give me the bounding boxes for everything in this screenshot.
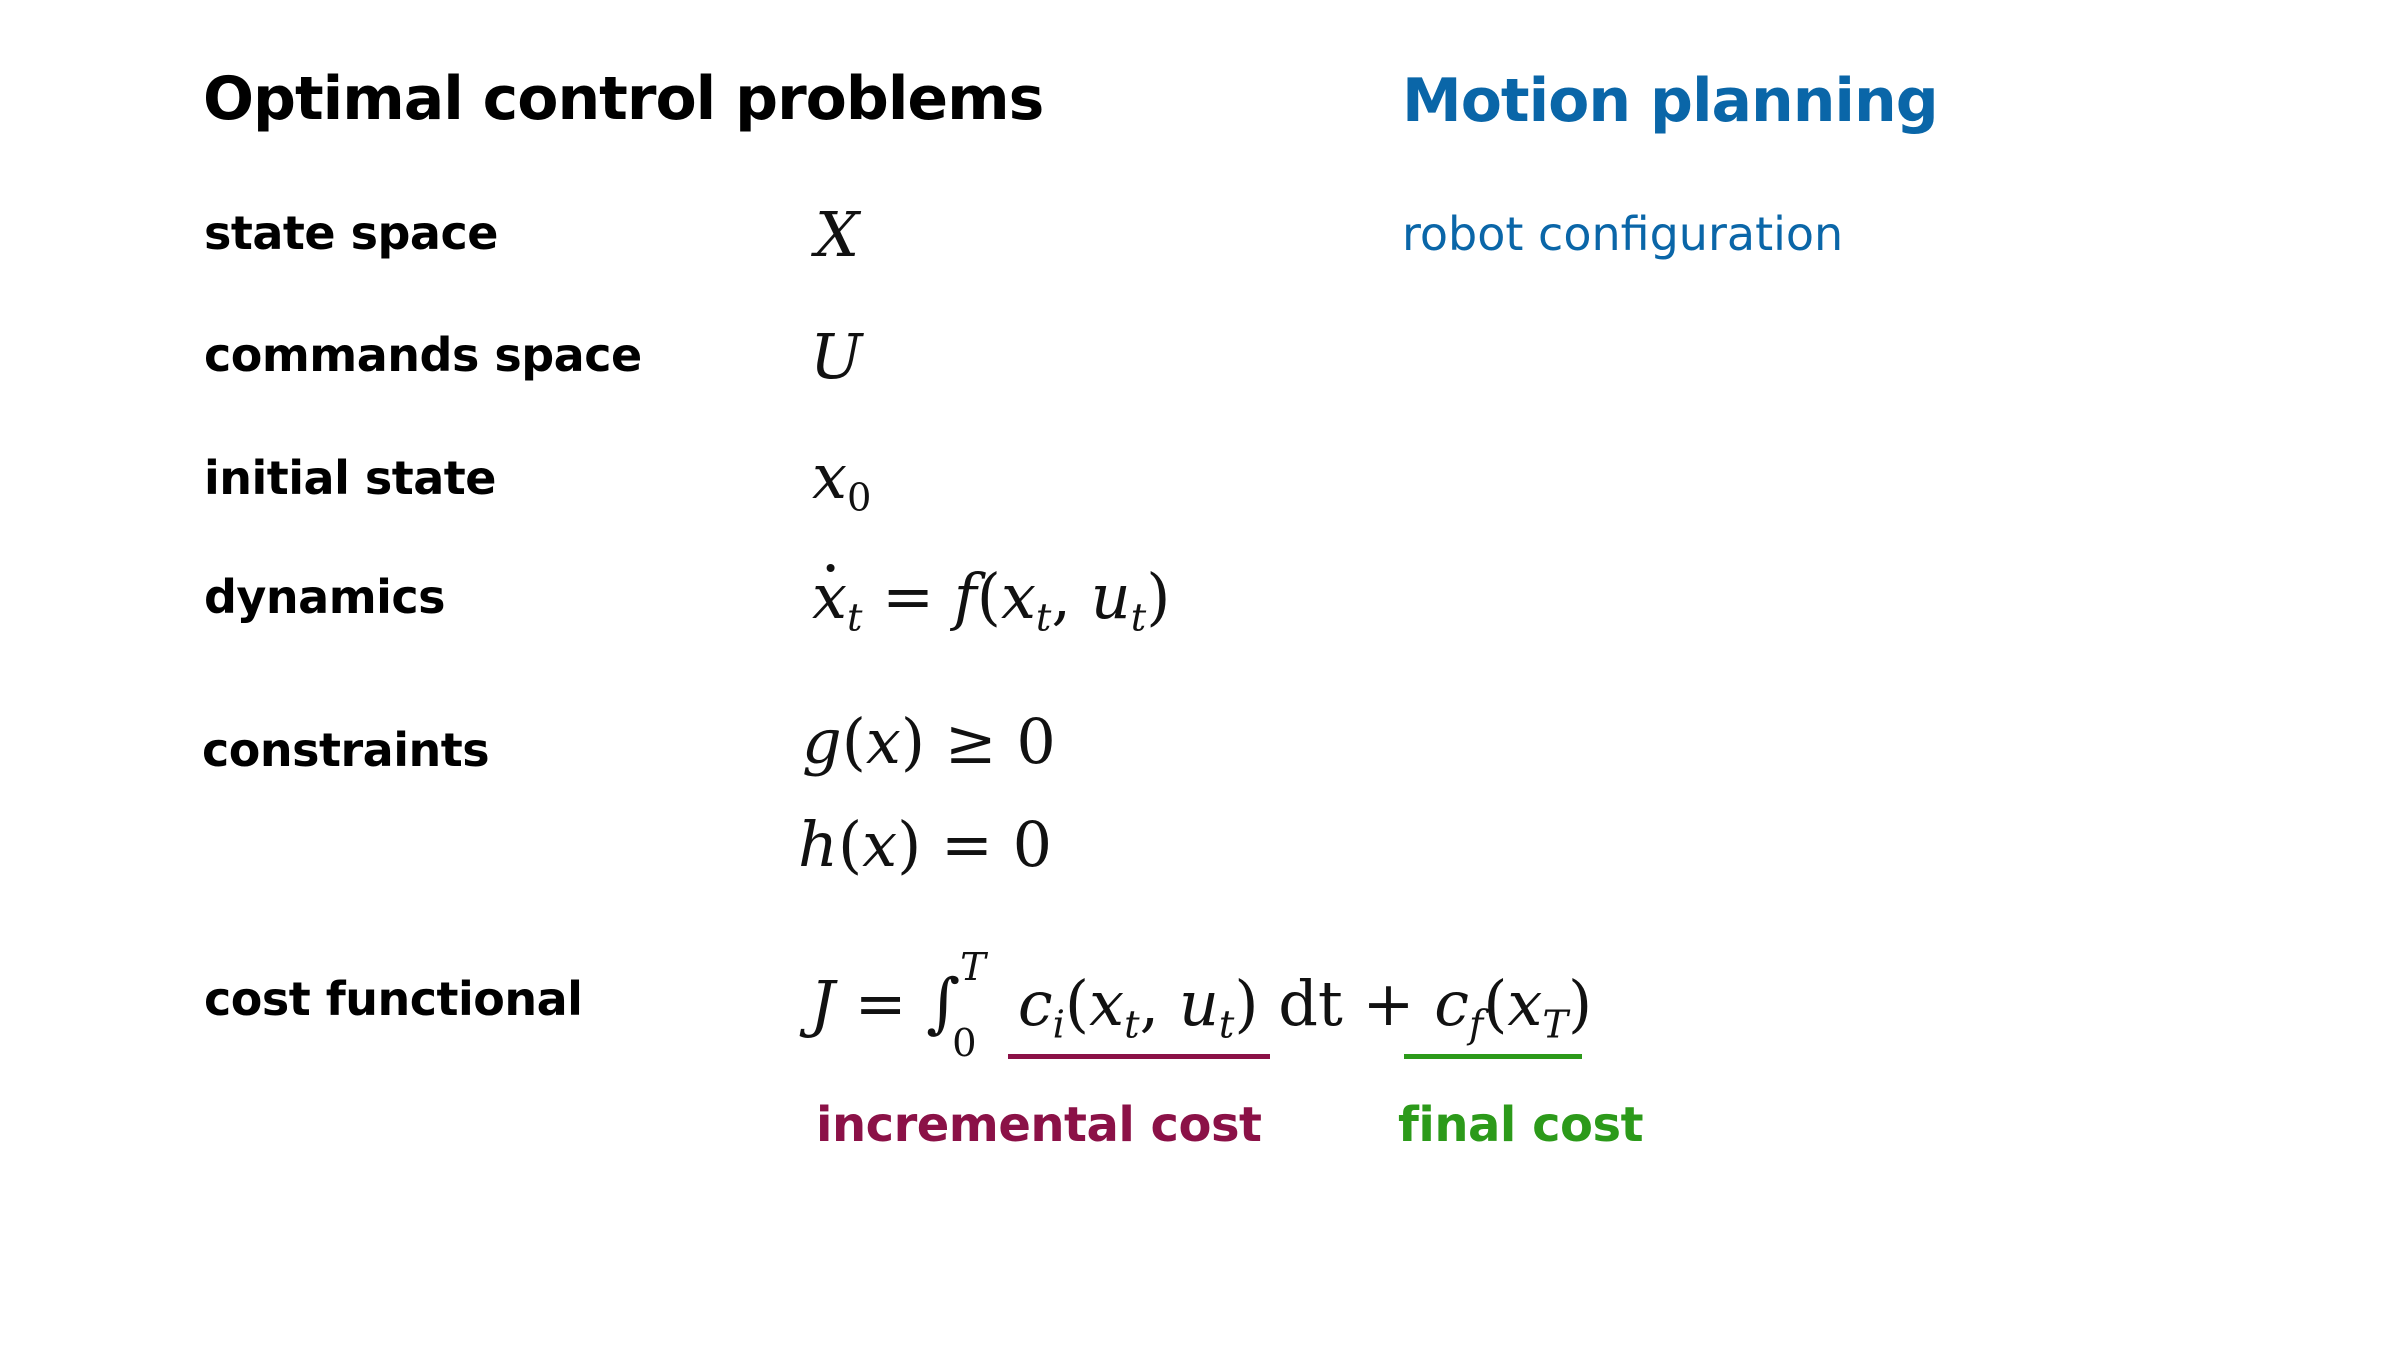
dynamics-formula: xt = f(xt, ut) xyxy=(812,560,1171,641)
commands-space-formula: U xyxy=(810,320,863,393)
final-cost-underline xyxy=(1404,1054,1582,1059)
inequality-constraint-formula: g(x) ≥ 0 xyxy=(802,705,1056,778)
incremental-cost-underline xyxy=(1008,1054,1270,1059)
equality-constraint-formula: h(x) = 0 xyxy=(798,808,1053,881)
motion-planning-heading: Motion planning xyxy=(1402,66,1939,136)
robot-configuration-note: robot configuration xyxy=(1402,207,1844,261)
constraints-label: constraints xyxy=(202,723,490,777)
page-title: Optimal control problems xyxy=(203,64,1044,134)
dynamics-label: dynamics xyxy=(204,570,446,624)
incremental-cost-label: incremental cost xyxy=(816,1097,1262,1153)
initial-state-label: initial state xyxy=(204,451,496,505)
state-space-label: state space xyxy=(204,206,498,260)
state-space-formula: X xyxy=(815,198,860,271)
cost-functional-label: cost functional xyxy=(204,972,583,1026)
commands-space-label: commands space xyxy=(204,328,642,382)
initial-state-formula: x0 xyxy=(812,440,872,521)
final-cost-label: final cost xyxy=(1398,1097,1644,1153)
